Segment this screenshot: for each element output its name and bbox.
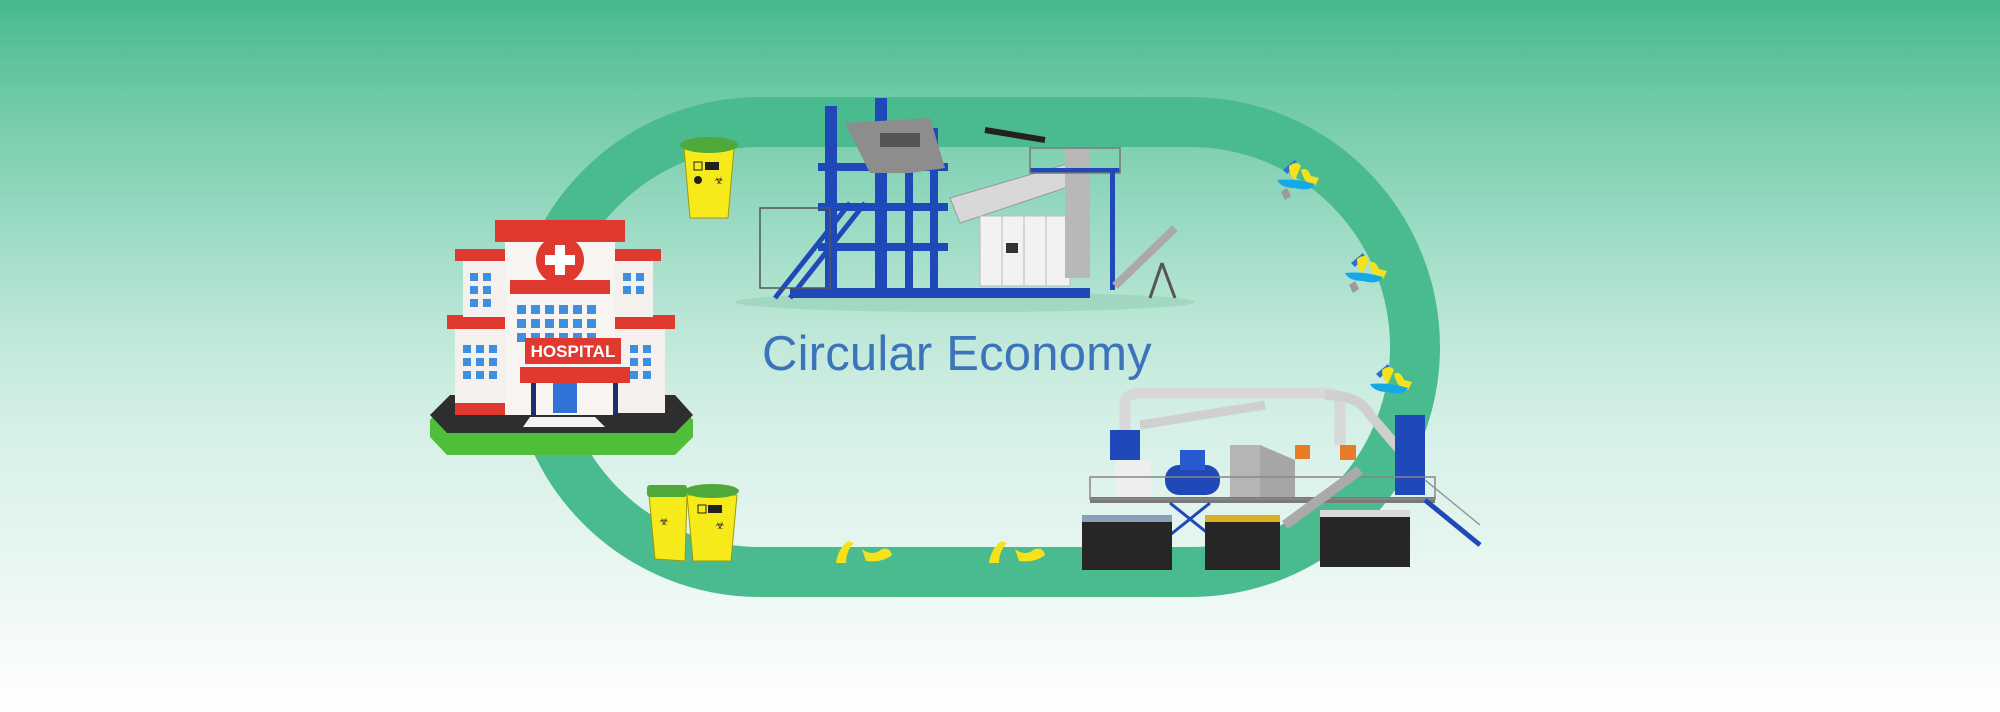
recycled-particles-1 (832, 537, 896, 571)
svg-text:☣: ☣ (714, 174, 724, 187)
recycled-particles-2 (985, 537, 1049, 571)
shredded-particles-2 (1343, 245, 1393, 299)
sterilizer-shredder-machine (730, 88, 1200, 318)
shredded-particles-3 (1368, 356, 1418, 400)
hospital-building: HOSPITAL (425, 205, 695, 465)
hospital-sign: HOSPITAL (531, 342, 616, 361)
page-title: Circular Economy (762, 327, 1152, 381)
shredded-particles-1 (1275, 152, 1325, 206)
sorting-recycling-plant (1070, 385, 1500, 575)
svg-text:☣: ☣ (715, 519, 725, 532)
sharps-bins-bottom: ☣ ☣ (645, 483, 740, 563)
sharps-bin-top: ☣ (678, 134, 740, 222)
svg-text:☣: ☣ (659, 515, 669, 528)
